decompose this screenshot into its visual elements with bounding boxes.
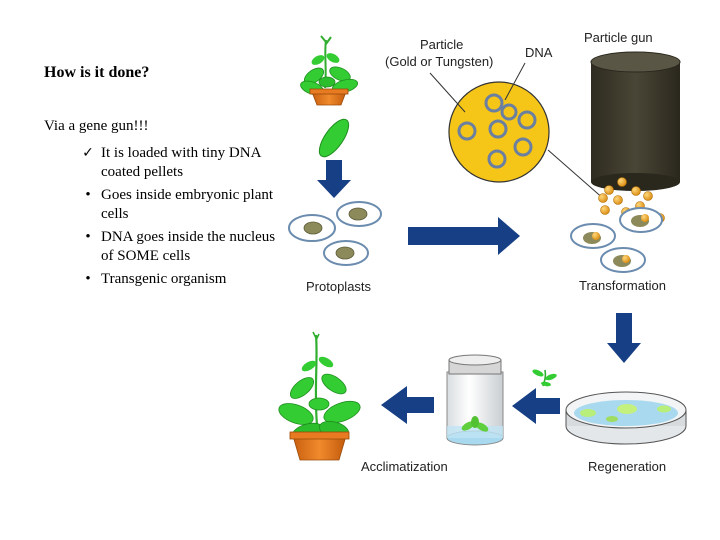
- bullet-item: ✓ It is loaded with tiny DNA coated pell…: [44, 144, 284, 181]
- bullet-dot-icon: •: [85, 187, 91, 203]
- large-plant-icon: [278, 331, 361, 461]
- protoplasts-cells-icon: [288, 201, 382, 266]
- culture-jar-icon: [446, 354, 504, 446]
- bullet-text: DNA goes inside the nucleus of SOME cell…: [101, 229, 276, 264]
- acclimatization-label: Acclimatization: [361, 459, 448, 474]
- bullet-text: Goes inside embryonic plant cells: [101, 187, 274, 222]
- bullet-list: ✓ It is loaded with tiny DNA coated pell…: [44, 144, 284, 294]
- check-icon: ✓: [82, 145, 94, 161]
- particle-material-label: (Gold or Tungsten): [385, 54, 493, 69]
- slide-title: How is it done?: [44, 64, 150, 81]
- bullet-item: • Goes inside embryonic plant cells: [44, 186, 284, 223]
- arrow-right-icon: [408, 217, 520, 255]
- leaf-icon: [318, 118, 350, 158]
- arrow-left-icon: [381, 386, 434, 424]
- regeneration-label: Regeneration: [588, 459, 666, 474]
- dna-pointer-line: [504, 62, 526, 101]
- protoplasts-label: Protoplasts: [306, 279, 372, 294]
- particle-pointer-line: [429, 72, 466, 113]
- bullet-text: It is loaded with tiny DNA coated pellet…: [101, 145, 261, 180]
- particle-label: Particle: [420, 37, 463, 52]
- particle-gun-label: Particle gun: [584, 30, 653, 45]
- transformed-cells-icon: [570, 207, 663, 273]
- bullet-text: Transgenic organism: [101, 271, 227, 287]
- bullet-item: • DNA goes inside the nucleus of SOME ce…: [44, 228, 284, 265]
- sprout-icon: [532, 369, 557, 387]
- bullet-dot-icon: •: [85, 271, 91, 287]
- dna-label: DNA: [525, 45, 553, 60]
- arrow-down-icon: [607, 313, 641, 363]
- arrow-down-icon: [317, 160, 351, 198]
- bullet-dot-icon: •: [85, 229, 91, 245]
- petri-dish-icon: [565, 391, 687, 445]
- zoom-pointer-line: [547, 149, 606, 201]
- particle-closeup-icon: [448, 81, 550, 183]
- small-plant-icon: [300, 35, 359, 106]
- bullet-item: • Transgenic organism: [44, 270, 284, 289]
- particle-gun-icon: [590, 51, 681, 191]
- intro-text: Via a gene gun!!!: [44, 118, 149, 134]
- transformation-label: Transformation: [579, 278, 666, 293]
- arrow-left-icon: [512, 388, 560, 424]
